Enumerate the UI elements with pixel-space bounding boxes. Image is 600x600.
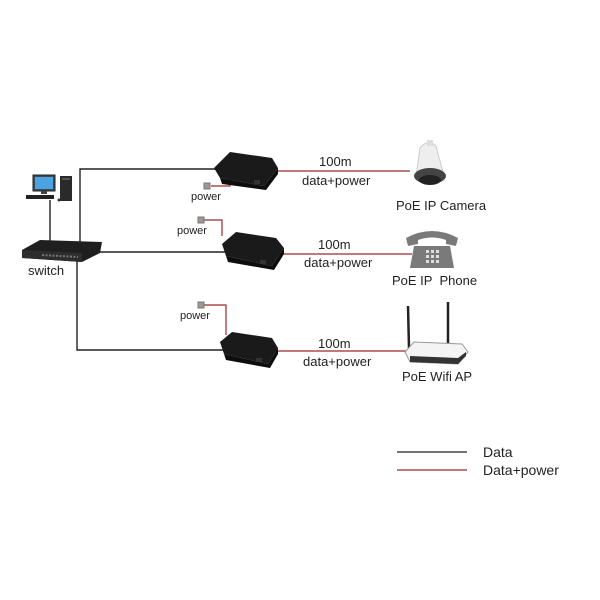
legend-data-label: Data xyxy=(483,444,513,460)
data-line-camera xyxy=(79,168,220,252)
desktop-computer-icon xyxy=(26,174,72,202)
distance-label: 100m xyxy=(318,237,351,252)
power-input-ap xyxy=(204,304,227,335)
device-label-phone: PoE IP Phone xyxy=(392,273,478,288)
poe-injector-icon xyxy=(222,232,284,270)
distance-label: 100m xyxy=(318,336,351,351)
telephone-icon xyxy=(406,231,458,268)
poe-injector-icon xyxy=(220,332,278,368)
power-plug-icon xyxy=(197,301,205,309)
link-type-label: data+power xyxy=(303,354,372,369)
distance-label: 100m xyxy=(319,154,352,169)
link-type-label: data+power xyxy=(304,255,373,270)
power-input-phone xyxy=(204,219,223,236)
power-lines xyxy=(204,170,412,352)
device-label-camera: PoE IP Camera xyxy=(396,198,487,213)
ip-camera-icon xyxy=(414,140,446,185)
legend-power-label: Data+power xyxy=(483,462,559,478)
power-plug-icon xyxy=(203,182,211,190)
network-switch-icon xyxy=(22,240,102,262)
power-label: power xyxy=(177,225,207,237)
wifi-router-icon xyxy=(404,302,469,365)
power-label: power xyxy=(180,310,210,322)
poe-injector-icon xyxy=(214,152,278,190)
power-plug-icon xyxy=(197,216,205,224)
link-type-label: data+power xyxy=(302,173,371,188)
power-label: power xyxy=(191,191,221,203)
device-label-ap: PoE Wifi AP xyxy=(402,369,473,384)
switch-label: switch xyxy=(28,263,65,278)
data-line-ap xyxy=(76,252,224,351)
